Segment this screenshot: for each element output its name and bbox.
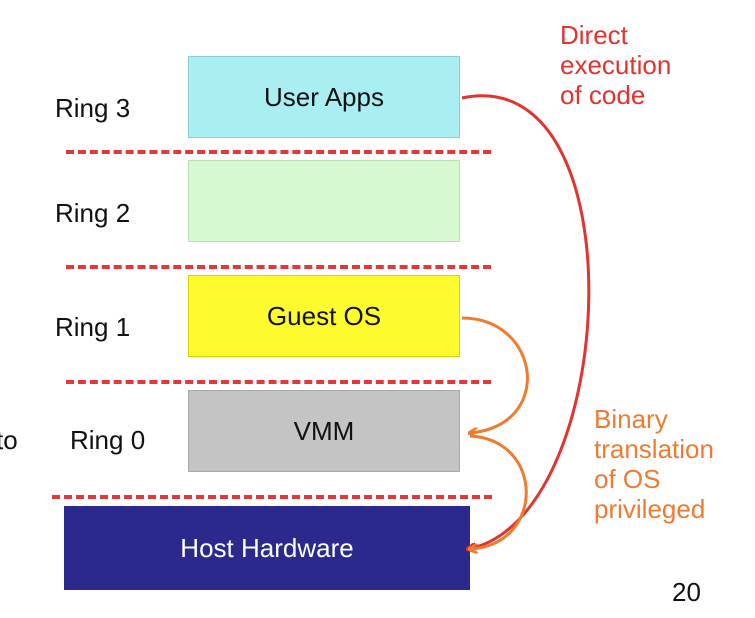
host-hardware-box: Host Hardware xyxy=(64,506,470,590)
binary-note-line-2: translation xyxy=(594,434,714,464)
vmm-box: VMM xyxy=(188,390,460,472)
ring-separator-2-1 xyxy=(66,265,491,269)
ring-3-label: Ring 3 xyxy=(55,93,131,123)
direct-note-line-2: execution xyxy=(560,50,672,80)
ring-separator-1-0 xyxy=(66,380,491,384)
binary-note-line-4: privileged xyxy=(594,494,706,524)
ring-1-label: Ring 1 xyxy=(55,312,131,342)
direct-execution-arrow xyxy=(461,94,591,549)
direct-note-line-1: Direct xyxy=(560,20,628,50)
ring-0-label: Ring 0 xyxy=(70,425,146,455)
guest-os-box: Guest OS xyxy=(188,275,460,357)
cut-off-text-fragment: to xyxy=(0,425,18,455)
binary-note-line-1: Binary xyxy=(594,404,668,434)
binary-translation-note: Binary translation of OS privileged xyxy=(594,404,714,524)
ring-separator-0-hw xyxy=(52,495,492,499)
ring-2-box xyxy=(188,160,460,242)
host-hardware-label: Host Hardware xyxy=(180,532,354,563)
user-apps-box: User Apps xyxy=(188,56,460,138)
guest-os-label: Guest OS xyxy=(266,300,382,331)
vmm-label: VMM xyxy=(293,415,355,446)
ring-separator-3-2 xyxy=(66,150,491,154)
guest-to-vmm-arrow xyxy=(461,316,529,433)
vmm-to-hardware-arrow xyxy=(470,434,528,549)
direct-execution-note: Direct execution of code xyxy=(560,20,671,110)
page-number: 20 xyxy=(672,577,701,607)
binary-note-line-3: of OS xyxy=(594,464,661,494)
ring-2-label: Ring 2 xyxy=(55,198,131,228)
direct-note-line-3: of code xyxy=(560,80,646,110)
user-apps-label: User Apps xyxy=(264,81,384,112)
